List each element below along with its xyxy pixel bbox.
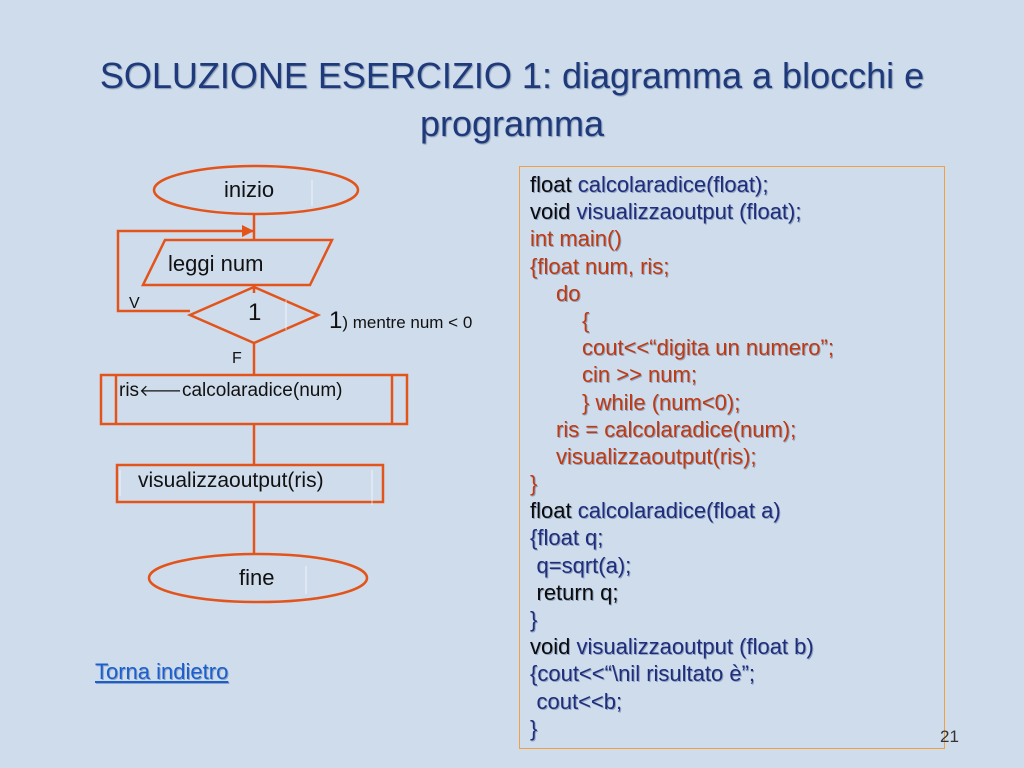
code-line: void visualizzaoutput (float); bbox=[530, 198, 944, 225]
code-token: {float num, ris; bbox=[530, 253, 670, 279]
code-token: return q; bbox=[536, 579, 619, 605]
code-line: } while (num<0); bbox=[530, 389, 944, 416]
end-label: fine bbox=[239, 565, 275, 590]
code-token: {cout<<“\nil risultato è”; bbox=[530, 661, 756, 687]
code-token: cin >> num; bbox=[582, 362, 697, 388]
decision-diamond bbox=[186, 285, 322, 345]
code-token: cout<<“digita un numero”; bbox=[582, 335, 834, 361]
end-terminal bbox=[147, 552, 369, 604]
code-token: { bbox=[582, 307, 590, 333]
code-line: float calcolaradice(float a) bbox=[530, 497, 944, 524]
code-token: calcolaradice(float); bbox=[577, 172, 769, 197]
process-label: ris🡐calcolaradice(num) bbox=[119, 380, 342, 402]
false-branch-label: F bbox=[232, 350, 242, 367]
input-parallelogram bbox=[140, 238, 335, 287]
process-call: calcolaradice(num) bbox=[181, 380, 343, 401]
output-label: visualizzaoutput(ris) bbox=[138, 469, 324, 492]
code-line: float calcolaradice(float); bbox=[530, 171, 944, 198]
code-token: } bbox=[530, 471, 538, 497]
code-line: } bbox=[530, 715, 944, 742]
code-token: q=sqrt(a); bbox=[536, 552, 632, 578]
title-line-2: programma bbox=[419, 103, 605, 144]
code-token: visualizzaoutput (float b) bbox=[576, 634, 814, 660]
decision-note-num: 1 bbox=[329, 307, 343, 334]
code-line: {cout<<“\nil risultato è”; bbox=[530, 660, 944, 687]
assign-arrow-icon: 🡐 bbox=[139, 381, 182, 400]
code-token: float bbox=[530, 172, 578, 197]
start-label: inizio bbox=[224, 177, 275, 202]
decision-note-text: ) mentre num < 0 bbox=[342, 313, 473, 332]
true-branch-label: V bbox=[129, 295, 140, 312]
code-line: int main() bbox=[530, 225, 944, 252]
code-line: do bbox=[530, 280, 944, 307]
code-token: void bbox=[530, 634, 577, 660]
code-token: calcolaradice(float a) bbox=[577, 498, 781, 524]
code-token: ris = calcolaradice(num); bbox=[556, 416, 797, 442]
code-token: {float q; bbox=[530, 525, 604, 551]
code-token: visualizzaoutput (float); bbox=[576, 199, 802, 225]
process-prefix: ris bbox=[119, 380, 140, 401]
code-token: do bbox=[556, 280, 581, 306]
back-link[interactable]: Torna indietro bbox=[95, 659, 229, 684]
code-token: float bbox=[530, 498, 578, 524]
code-line: visualizzaoutput(ris); bbox=[530, 443, 944, 470]
process-box bbox=[99, 373, 409, 426]
input-label: leggi num bbox=[168, 251, 264, 276]
code-line: cout<<b; bbox=[530, 688, 944, 715]
code-token: } bbox=[530, 607, 538, 632]
loop-back-line bbox=[116, 229, 254, 313]
decision-label: 1 bbox=[248, 299, 262, 326]
flowchart bbox=[99, 164, 409, 604]
code-line: ris = calcolaradice(num); bbox=[530, 416, 944, 443]
decision-note: 1) mentre num < 0 bbox=[329, 307, 472, 335]
code-line: cin >> num; bbox=[530, 361, 944, 388]
start-terminal bbox=[152, 164, 360, 216]
code-line: { bbox=[530, 307, 944, 334]
title-line-1: SOLUZIONE ESERCIZIO 1: diagramma a blocc… bbox=[99, 55, 925, 96]
code-line: q=sqrt(a); bbox=[530, 552, 944, 579]
code-token: } bbox=[530, 715, 538, 741]
code-line: {float num, ris; bbox=[530, 253, 944, 280]
code-box: float calcolaradice(float);void visualiz… bbox=[519, 166, 945, 749]
slide-title: SOLUZIONE ESERCIZIO 1: diagramma a blocc… bbox=[30, 52, 994, 148]
page-number: 21 bbox=[940, 727, 959, 746]
code-line: } bbox=[530, 470, 944, 497]
code-token: void bbox=[530, 199, 577, 225]
code-token: int main() bbox=[530, 226, 622, 252]
output-box bbox=[115, 463, 385, 504]
loop-arrowhead bbox=[242, 225, 254, 237]
code-line: return q; bbox=[530, 579, 944, 606]
code-line: cout<<“digita un numero”; bbox=[530, 334, 944, 361]
code-token: } while (num<0); bbox=[582, 389, 741, 415]
code-line: void visualizzaoutput (float b) bbox=[530, 633, 944, 660]
code-line: } bbox=[530, 606, 944, 633]
code-token: visualizzaoutput(ris); bbox=[556, 443, 757, 469]
code-line: {float q; bbox=[530, 524, 944, 551]
code-token: cout<<b; bbox=[536, 688, 623, 714]
